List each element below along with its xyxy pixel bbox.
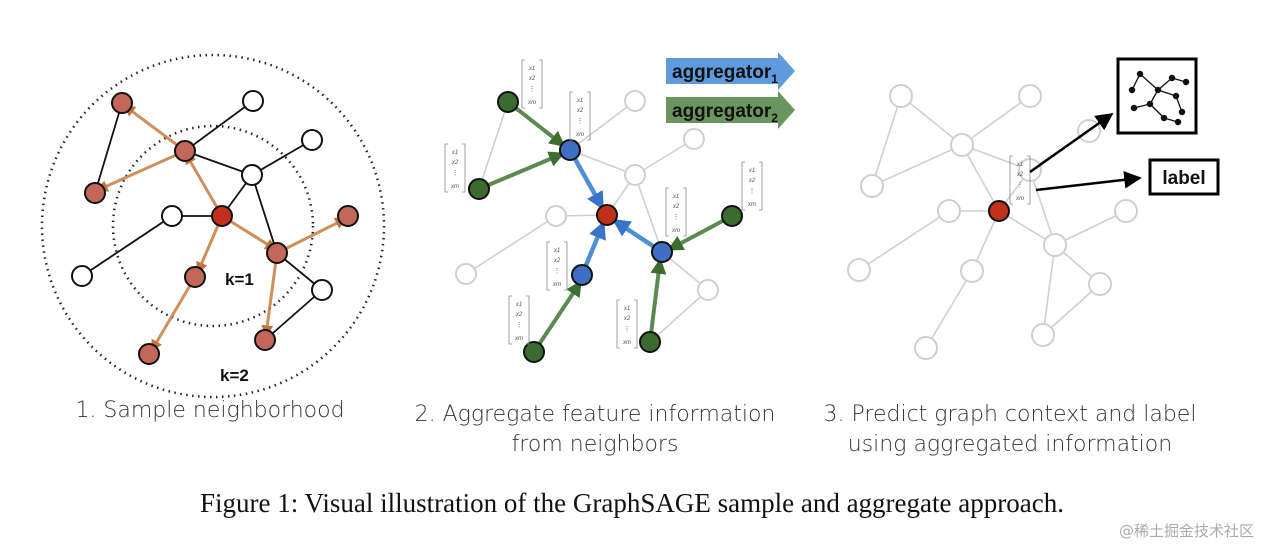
p2-node-grey [455,263,477,285]
p2-node-green [721,205,743,227]
p2-node-grey [697,279,719,301]
p2-node-green [639,331,661,353]
p1-node-white [161,205,183,227]
watermark: @稀土掘金技术社区 [1118,522,1254,540]
mini-graph-icon [1128,70,1190,126]
panel-1-caption: 1. Sample neighborhood [75,398,345,423]
p1-node-sampled [184,266,206,288]
p1-node-white [311,279,333,301]
p2-node-grey [683,128,705,150]
graph-context-box [1116,57,1198,135]
k2-boundary [40,53,386,399]
k2-label: k=2 [220,366,249,385]
p3-target-node [988,200,1010,222]
p3-node-grey [847,258,871,282]
p3-node-grey [1088,272,1112,296]
aggregator-2-label: aggregator [672,101,772,122]
p2-grey-edges [465,100,733,343]
panel-2-aggregate: aggregator1 aggregator2 [444,52,795,363]
aggregator-1-label: aggregator [672,62,772,83]
aggregator-2-subscript: 2 [771,111,778,125]
p2-node-green [497,91,519,113]
p1-node-white [71,265,93,287]
panel-2-caption-line1: 2. Aggregate feature information [414,402,776,427]
p3-node-grey [960,259,984,283]
p2-node-blue [651,241,673,263]
svg-text:aggregator2: aggregator2 [672,101,778,125]
figure-caption: Figure 1: Visual illustration of the Gra… [200,488,1064,518]
p3-node-grey [1018,84,1042,108]
p3-nodes [847,84,1138,360]
aggregator-1-arrow: aggregator1 [666,52,795,90]
label-box-text: label [1162,168,1205,189]
p2-node-grey [545,205,567,227]
p3-node-grey [950,133,974,157]
p3-node-grey [1114,199,1138,223]
p1-target-node [211,205,233,227]
context-arrow [1029,112,1114,174]
p3-node-grey [914,336,938,360]
aggregator-1-subscript: 1 [771,72,778,86]
panel-3-caption-line2: using aggregated information [847,432,1173,457]
p3-node-grey [1043,233,1067,257]
panel-3-predict: label [847,57,1220,360]
p2-nodes [455,90,743,363]
p1-sampled-edges [95,104,348,353]
p1-node-sampled [254,329,276,351]
label-arrow [1035,171,1142,192]
p3-node-grey [860,174,884,198]
p1-node-sampled [84,182,106,204]
k1-boundary [111,124,315,328]
svg-text:aggregator1: aggregator1 [672,62,778,86]
p2-node-green [523,341,545,363]
p2-node-blue [559,139,581,161]
aggregator-2-arrow: aggregator2 [666,91,795,129]
p1-node-sampled [138,343,160,365]
p2-node-green [468,178,490,200]
panel-2-caption-line2: from neighbors [511,432,679,457]
k1-label: k=1 [225,270,254,289]
p1-node-white [301,129,323,151]
p2-node-blue [571,264,593,286]
p1-node-white [242,90,264,112]
panel-1-sample-neighborhood: k=1 k=2 [40,53,386,399]
p1-node-sampled [174,140,196,162]
p1-node-sampled [266,242,288,264]
p1-node-sampled [111,92,133,114]
p3-node-grey [1031,323,1055,347]
p3-node-grey [889,84,913,108]
p1-nodes [71,90,359,365]
p1-plain-edges [81,100,323,341]
p1-node-sampled [337,205,359,227]
p3-node-grey [937,199,961,223]
p2-green-arrows [478,100,733,354]
p2-target-node [596,204,618,226]
p2-node-grey [624,90,646,112]
p1-node-white [241,164,263,186]
label-box [1148,158,1220,196]
p2-node-grey [624,164,646,186]
panel-3-caption-line1: 3. Predict graph context and label [823,402,1197,427]
